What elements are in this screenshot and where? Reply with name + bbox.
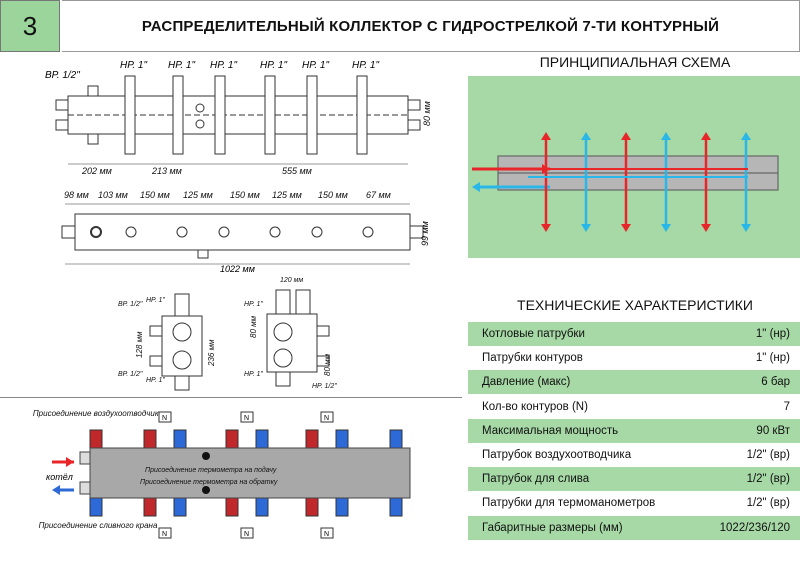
dim-99: 99 мм: [420, 221, 430, 246]
page-title: РАСПРЕДЕЛИТЕЛЬНЫЙ КОЛЛЕКТОР С ГИДРОСТРЕЛ…: [62, 0, 800, 52]
separator: [0, 397, 462, 398]
dim-120: 120 мм: [280, 277, 303, 284]
side-left-label-3: ВР. 1/2": [118, 371, 143, 378]
tech-row-key: Габаритные размеры (мм): [482, 521, 623, 534]
label-nr-top-3: НР. 1": [260, 60, 287, 71]
conn-pipe-top-1-0: [225, 429, 239, 449]
side-right-label-0: НР. 1": [244, 301, 263, 308]
label-boiler: котёл: [46, 472, 73, 482]
top-port-2: [214, 75, 226, 155]
tech-row-value: 1022/236/120: [719, 521, 790, 534]
tech-row-key: Максимальная мощность: [482, 424, 619, 437]
tech-row-key: Давление (макс): [482, 376, 571, 389]
tech-row-key: Кол-во контуров (N): [482, 400, 588, 413]
conn-pipe-bot-1-1: [255, 497, 269, 517]
side-left-label-0: ВР. 1/2": [118, 301, 143, 308]
tech-row-value: 90 кВт: [756, 424, 790, 437]
front-dim-4: 150 мм: [230, 190, 260, 200]
tech-row-key: Патрубок для слива: [482, 473, 590, 486]
dim-202: 202 мм: [81, 166, 112, 176]
tech-row-key: Патрубки для термоманометров: [482, 497, 656, 510]
tech-row: Габаритные размеры (мм) 1022/236/120: [468, 515, 800, 540]
front-view-drawing: 98 мм 103 мм 150 мм 125 мм 150 мм 125 мм 150 м…: [61, 190, 430, 274]
label-therm-return: Присоединение термометра на обратку: [140, 478, 278, 486]
dim-555: 555 мм: [282, 166, 312, 176]
tech-row: Патрубки контуров 1" (нр): [468, 346, 800, 370]
top-port-3: [264, 75, 276, 155]
label-nr-top-4: НР. 1": [302, 60, 329, 71]
n-label-top-1: N: [244, 415, 249, 422]
tech-row-value: 1" (нр): [755, 328, 790, 340]
front-dim-2: 150 мм: [140, 190, 170, 200]
tech-row: Давление (макс) 6 бар: [468, 370, 800, 395]
conn-pipe-top-1-1: [255, 429, 269, 449]
label-air-vent: Присоединение воздухоотводчика: [33, 409, 164, 418]
conn-pipe-bot-2-0: [305, 497, 319, 517]
label-therm-supply: Присоединение термометра на подачу: [145, 466, 277, 474]
tech-row: Патрубки для термоманометров 1/2" (вр): [468, 491, 800, 515]
front-dim-5: 125 мм: [272, 190, 302, 200]
n-label-bot-0: N: [162, 531, 167, 538]
tech-row-value: 1/2" (вр): [746, 449, 790, 461]
dim-80-a: 80 мм: [249, 315, 258, 338]
top-view-drawing: ВР. 1/2" НР. 1" НР. 1" НР. 1" НР. 1" НР. 1" Н…: [45, 60, 432, 176]
label-vr-top: ВР. 1/2": [45, 70, 80, 81]
front-dim-7: 67 мм: [366, 190, 391, 200]
n-label-bot-2: N: [324, 531, 329, 538]
side-right-label-1: НР. 1": [244, 371, 263, 378]
tech-row-value: 7: [783, 400, 790, 413]
label-nr-top-0: НР. 1": [120, 60, 147, 71]
conn-pipe-bot-0-1: [173, 497, 187, 517]
top-port-4: [306, 75, 318, 155]
conn-pipe-top-0-1: [173, 429, 187, 449]
label-nr-top-1: НР. 1": [168, 60, 195, 71]
side-right-label-2: НР. 1/2": [312, 383, 337, 390]
tech-row-key: Патрубок воздухоотводчика: [482, 449, 632, 461]
front-dim-3: 125 мм: [183, 190, 213, 200]
conn-pipe-bot-1-0: [225, 497, 239, 517]
top-port-0: [124, 75, 136, 155]
principle-schema: [468, 76, 800, 258]
n-label-top-2: N: [324, 415, 329, 422]
tech-row-value: 6 бар: [761, 376, 790, 389]
tech-row-key: Котловые патрубки: [482, 328, 585, 340]
tech-row-value: 1" (нр): [755, 352, 790, 365]
dim-80-b: 80 мм: [323, 353, 332, 376]
side-left-label-2: НР. 1": [146, 377, 165, 384]
label-drain: Присоединение сливного крана: [39, 521, 158, 530]
tech-row: Кол-во контуров (N) 7: [468, 395, 800, 419]
front-dim-6: 150 мм: [318, 190, 348, 200]
dim-213: 213 мм: [151, 166, 182, 176]
conn-pipe-bot-0-0: [143, 497, 157, 517]
schema-title: ПРИНЦИПИАЛЬНАЯ СХЕМА: [539, 54, 731, 70]
tech-row-value: 1/2" (вр): [746, 497, 790, 510]
conn-pipe-bot-2-1: [335, 497, 349, 517]
conn-pipe-top-2-1: [335, 429, 349, 449]
top-port-5: [356, 75, 368, 155]
tech-row: Патрубок для слива 1/2" (вр): [468, 467, 800, 492]
top-port-1: [172, 75, 184, 155]
tech-row: Котловые патрубки 1" (нр): [468, 322, 800, 346]
n-label-top-0: N: [162, 415, 167, 422]
label-nr-top-5: НР. 1": [352, 60, 379, 71]
dim-128: 128 мм: [135, 331, 144, 358]
front-dim-0: 98 мм: [64, 190, 89, 200]
tech-title: ТЕХНИЧЕСКИЕ ХАРАКТЕРИСТИКИ: [517, 297, 753, 313]
dim-1022: 1022 мм: [220, 264, 255, 274]
dim-236: 236 мм: [207, 339, 216, 367]
connection-diagram: котёл Присоединение воздухоотводчика При…: [33, 409, 411, 539]
conn-pipe-top-2-0: [305, 429, 319, 449]
page-number: 3: [0, 0, 60, 52]
tech-row: Патрубок воздухоотводчика 1/2" (вр): [468, 443, 800, 467]
tech-row-value: 1/2" (вр): [746, 473, 790, 486]
dim-80-top: 80 мм: [422, 101, 432, 126]
n-label-bot-1: N: [244, 531, 249, 538]
tech-row: Максимальная мощность 90 кВт: [468, 418, 800, 443]
label-nr-top-2: НР. 1": [210, 60, 237, 71]
tech-row-key: Патрубки контуров: [482, 352, 583, 365]
conn-pipe-top-0-0: [143, 429, 157, 449]
side-left-label-1: НР. 1": [146, 297, 165, 304]
front-dim-1: 103 мм: [98, 190, 128, 200]
side-views-drawing: ВР. 1/2" НР. 1" НР. 1" ВР. 1/2" НР. 1" Н…: [118, 277, 337, 391]
